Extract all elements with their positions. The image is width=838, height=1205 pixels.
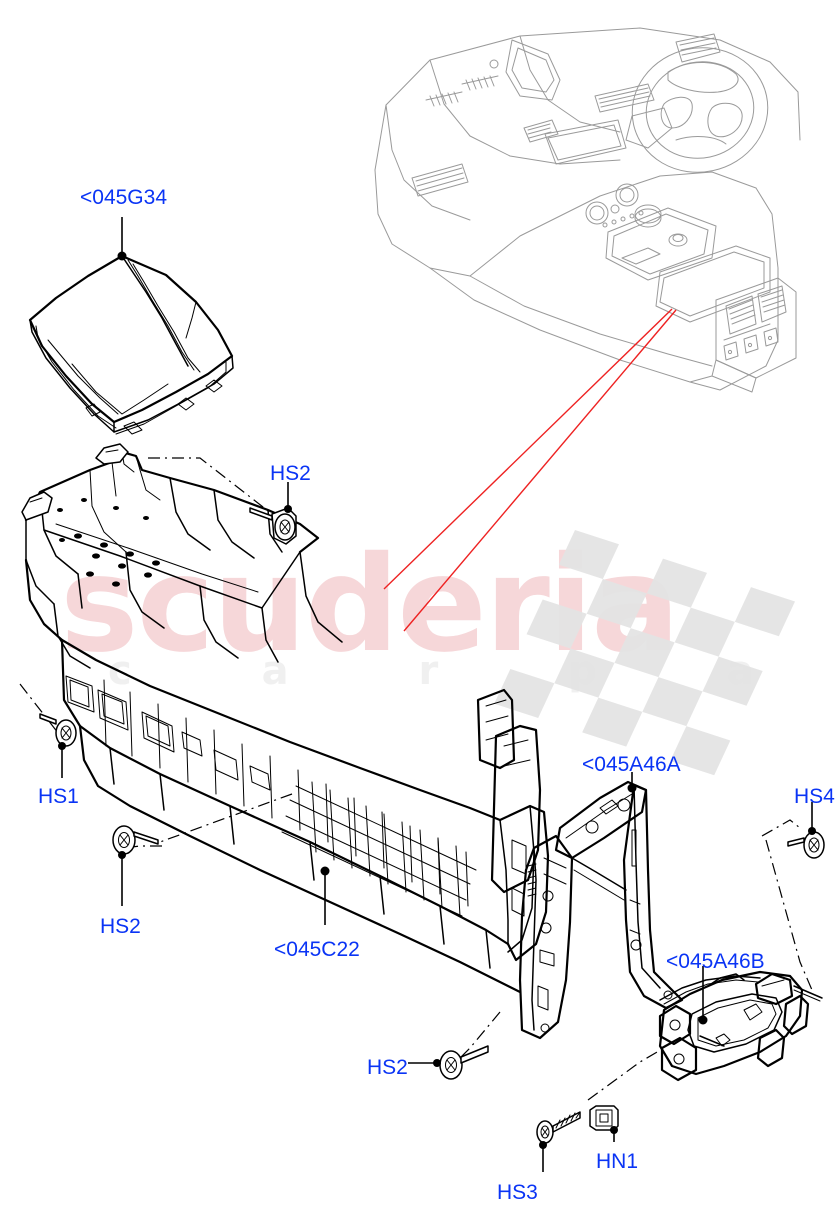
fastener-hs2-lower	[408, 1045, 489, 1080]
callout-045a46a[interactable]: <045A46A	[582, 753, 681, 776]
part-045g34	[28, 217, 234, 435]
callout-hs2-left[interactable]: HS2	[100, 915, 141, 938]
fastener-hn1	[589, 1105, 619, 1142]
callout-045c22[interactable]: <045C22	[274, 938, 360, 961]
callout-045g34[interactable]: <045G34	[80, 186, 167, 209]
callout-hn1[interactable]: HN1	[596, 1150, 639, 1173]
callout-hs3[interactable]: HS3	[497, 1181, 538, 1204]
callout-hs1[interactable]: HS1	[38, 785, 79, 808]
fastener-hs1	[39, 713, 77, 778]
part-045a46b	[658, 966, 823, 1082]
part-045c22	[21, 443, 550, 994]
callout-hs4[interactable]: HS4	[794, 785, 835, 808]
fastener-hs2-upper	[249, 482, 297, 545]
part-045a46a	[518, 772, 684, 1040]
fastener-hs4	[787, 802, 825, 859]
interior-ghost-view	[374, 27, 801, 393]
fastener-hs2-left	[112, 825, 159, 906]
assembly-guide-lines	[19, 457, 813, 1101]
callout-hs2-lower[interactable]: HS2	[367, 1056, 408, 1079]
fastener-hs3	[536, 1111, 581, 1172]
callout-045a46b[interactable]: <045A46B	[666, 950, 765, 973]
callout-hs2-upper[interactable]: HS2	[270, 462, 311, 485]
highlight-leader-lines	[383, 308, 677, 632]
